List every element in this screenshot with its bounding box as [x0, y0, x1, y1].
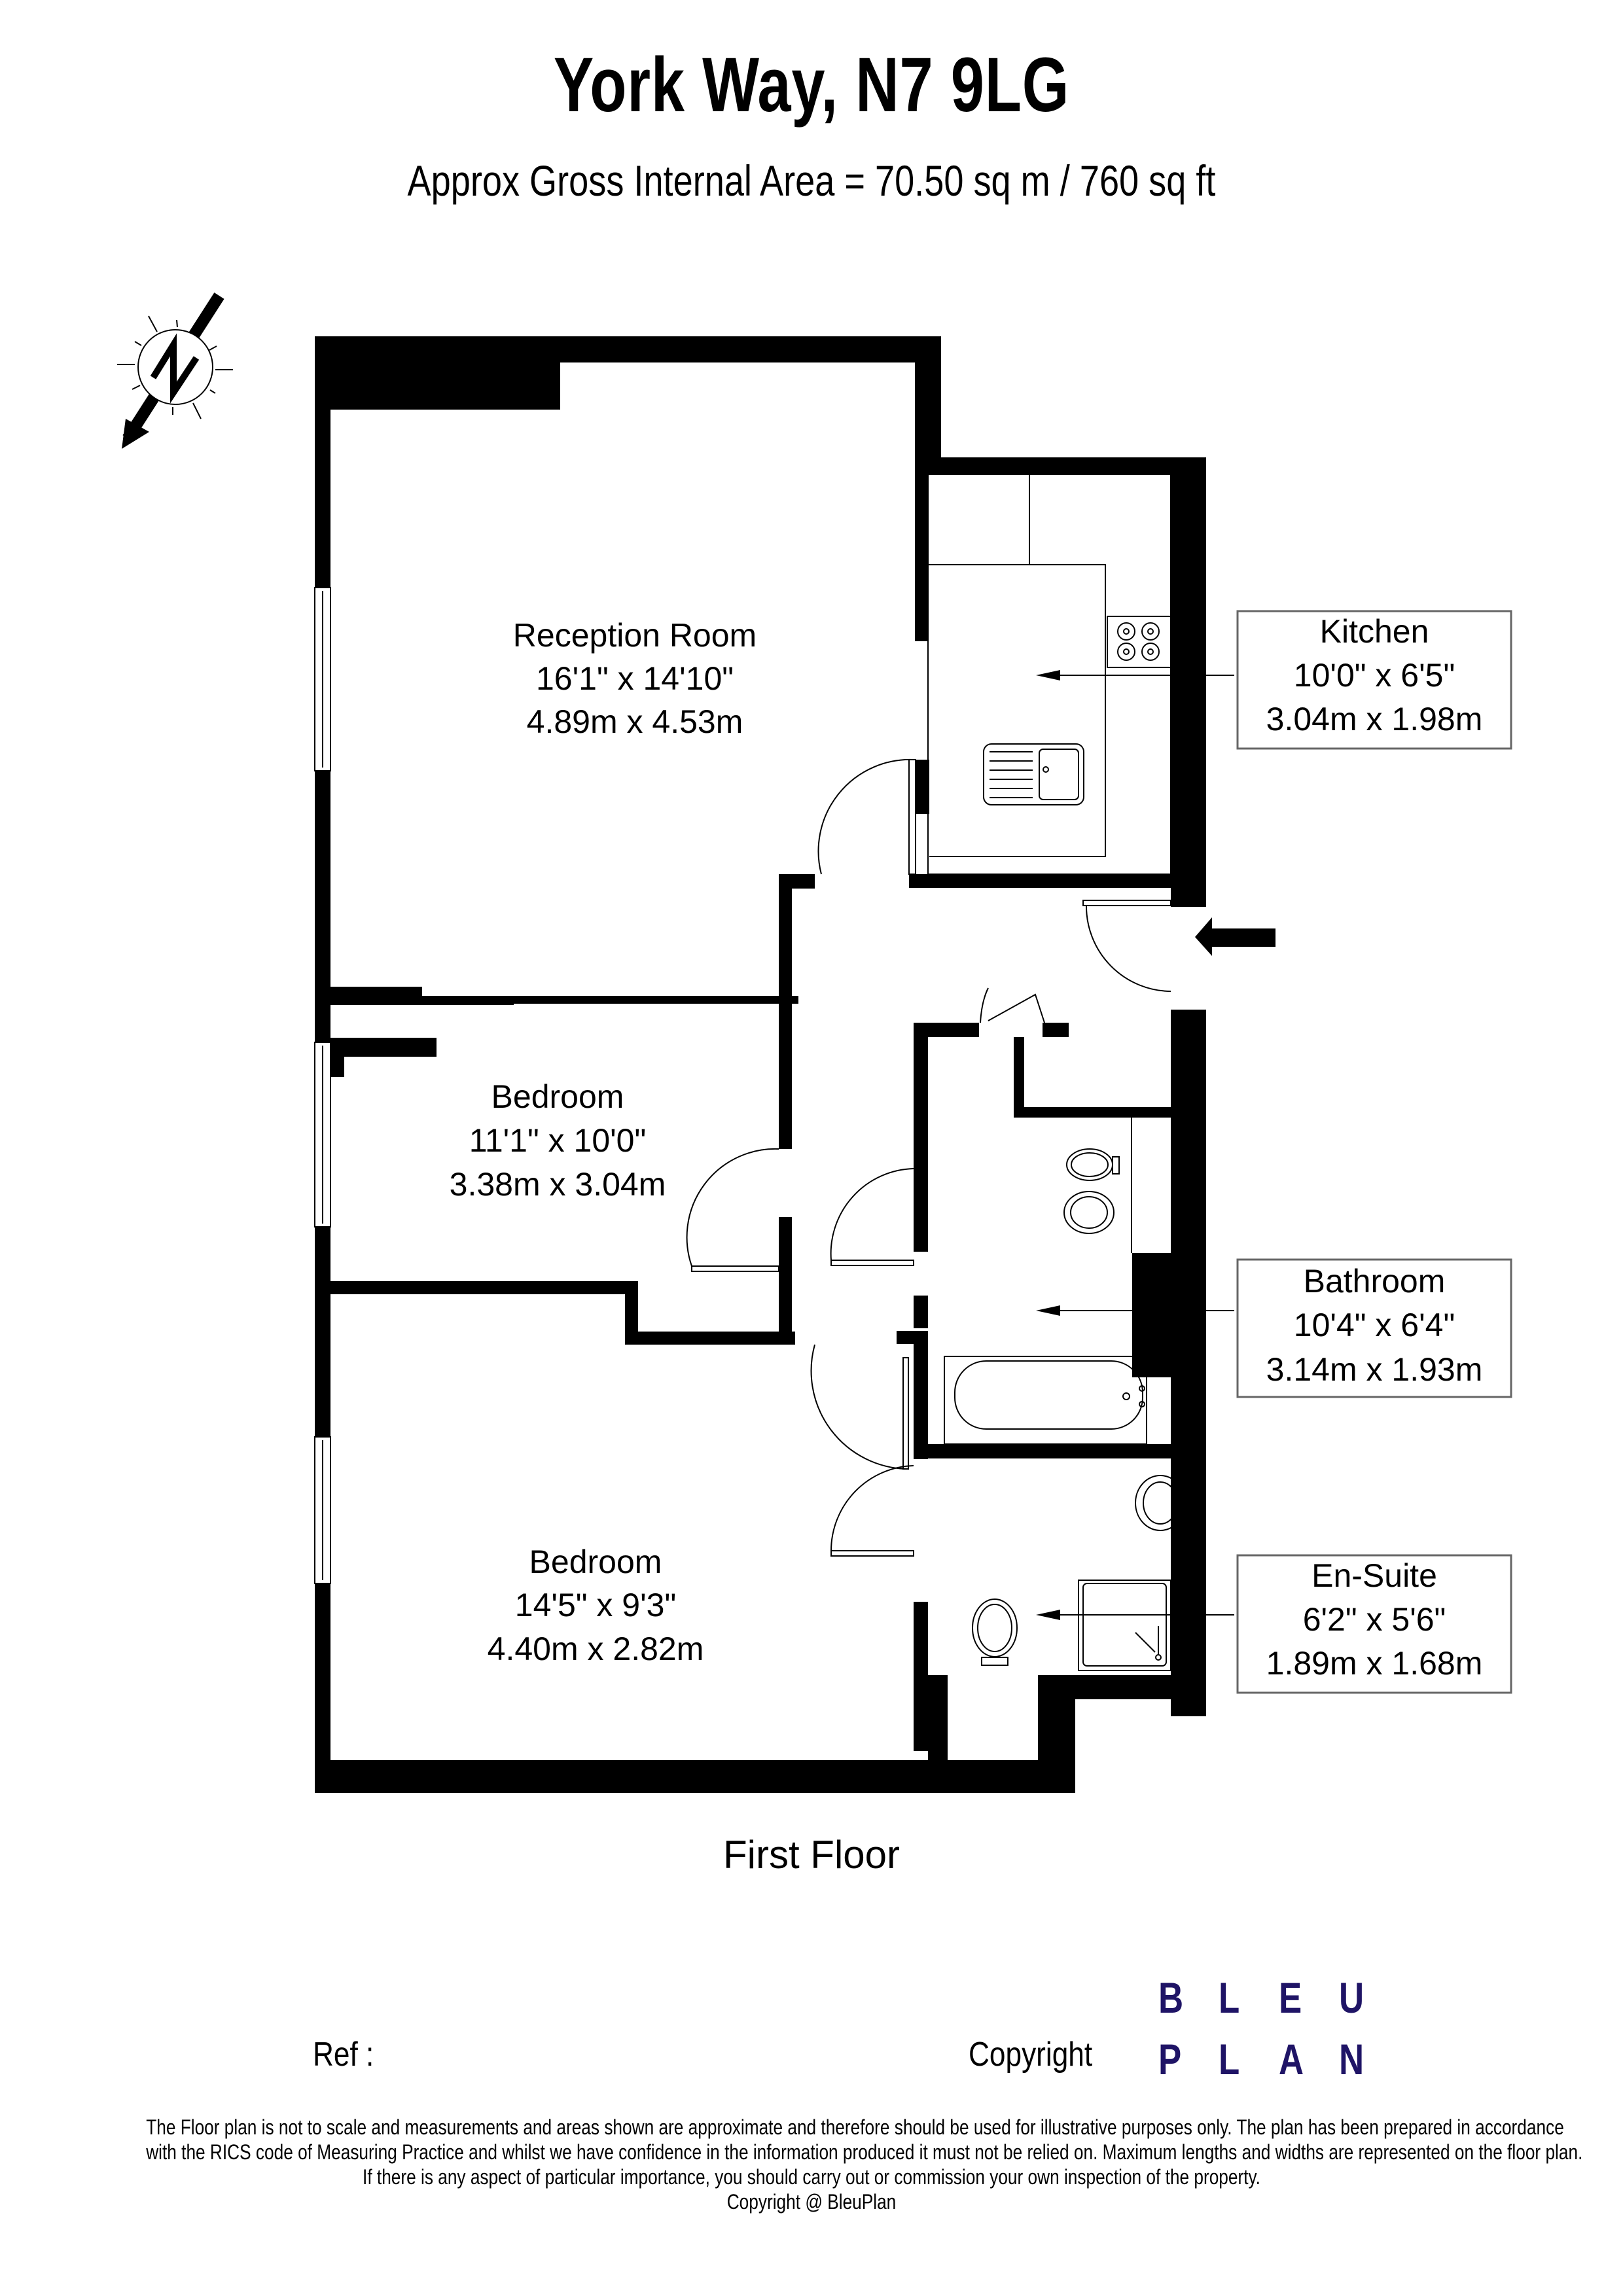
logo-letter: U — [1339, 1973, 1364, 2022]
callout-imperial: 6'2" x 5'6" — [1303, 1601, 1446, 1638]
callout-bathroom: Bathroom 10'4" x 6'4" 3.14m x 1.93m — [1236, 1258, 1512, 1398]
disclaimer-line: Copyright @ BleuPlan — [726, 2190, 897, 2214]
copyright-label: Copyright — [969, 2036, 1093, 2074]
room-name: Bedroom — [491, 1078, 624, 1115]
fixtures — [686, 474, 1234, 1671]
room-reception: Reception Room 16'1" x 14'10" 4.89m x 4.… — [513, 617, 757, 740]
callout-name: Kitchen — [1320, 613, 1429, 650]
logo-letter: A — [1279, 2035, 1304, 2083]
gross-internal-area: Approx Gross Internal Area = 70.50 sq m … — [407, 156, 1216, 205]
logo-letter: L — [1219, 1973, 1240, 2022]
windows — [314, 587, 331, 1584]
callout-imperial: 10'0" x 6'5" — [1294, 657, 1455, 694]
entrance-arrow-icon — [1195, 917, 1275, 956]
room-name: Bedroom — [529, 1544, 662, 1580]
disclaimer-line: The Floor plan is not to scale and measu… — [146, 2115, 1564, 2139]
callout-en-suite: En-Suite 6'2" x 5'6" 1.89m x 1.68m — [1236, 1554, 1512, 1694]
room-name: Reception Room — [513, 617, 757, 654]
room-bedroom-1: Bedroom 11'1" x 10'0" 3.38m x 3.04m — [450, 1078, 666, 1203]
leader-arrowheads — [1036, 670, 1060, 1620]
logo-letter: N — [1339, 2035, 1364, 2083]
room-metric: 4.40m x 2.82m — [488, 1631, 704, 1667]
bleuplan-logo: B L E U P L A N — [1158, 1976, 1399, 2081]
walls — [315, 336, 1206, 1793]
room-imperial: 14'5" x 9'3" — [515, 1587, 676, 1623]
disclaimer: The Floor plan is not to scale and measu… — [0, 2115, 1623, 2214]
callout-name: En-Suite — [1311, 1557, 1437, 1594]
page-title: York Way, N7 9LG — [553, 42, 1070, 128]
logo-letter: L — [1219, 2035, 1240, 2083]
callout-name: Bathroom — [1304, 1263, 1446, 1299]
logo-row-1: B L E U — [1158, 1976, 1399, 2019]
logo-row-2: P L A N — [1158, 2038, 1399, 2081]
disclaimer-line: with the RICS code of Measuring Practice… — [146, 2140, 1583, 2164]
room-imperial: 11'1" x 10'0" — [469, 1122, 647, 1159]
floor-label: First Floor — [723, 1833, 900, 1877]
callout-kitchen: Kitchen 10'0" x 6'5" 3.04m x 1.98m — [1236, 610, 1512, 750]
room-imperial: 16'1" x 14'10" — [536, 660, 734, 697]
logo-letter: B — [1158, 1973, 1184, 2022]
logo-letter: P — [1158, 2035, 1182, 2083]
room-metric: 3.38m x 3.04m — [450, 1166, 666, 1203]
north-arrow-icon — [117, 292, 233, 449]
disclaimer-line: If there is any aspect of particular imp… — [363, 2165, 1260, 2189]
callout-metric: 3.04m x 1.98m — [1266, 701, 1483, 737]
ref-label: Ref : — [313, 2036, 374, 2074]
callout-metric: 1.89m x 1.68m — [1266, 1645, 1483, 1682]
room-metric: 4.89m x 4.53m — [527, 703, 743, 740]
room-bedroom-2: Bedroom 14'5" x 9'3" 4.40m x 2.82m — [488, 1544, 704, 1667]
logo-letter: E — [1279, 1973, 1302, 2022]
callout-imperial: 10'4" x 6'4" — [1294, 1307, 1455, 1343]
callout-metric: 3.14m x 1.93m — [1266, 1351, 1483, 1388]
